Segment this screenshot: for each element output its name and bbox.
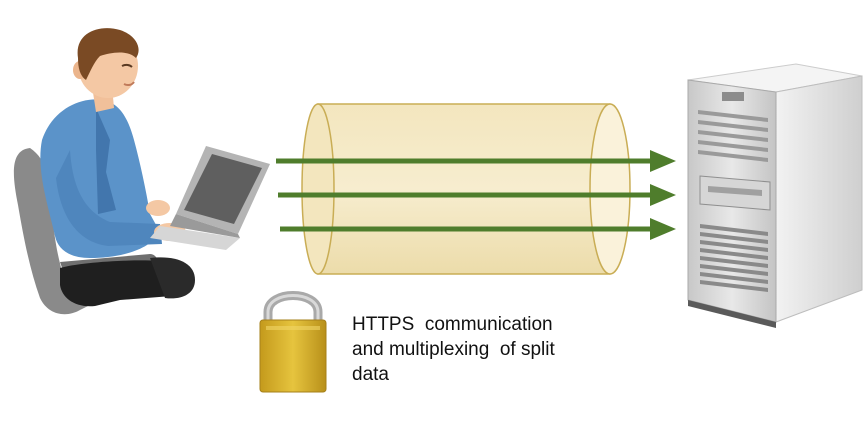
padlock-icon (259, 291, 327, 393)
data-stream-arrow-2 (278, 184, 676, 206)
server-tower-icon (687, 63, 863, 328)
diagram-caption: HTTPS communication and multiplexing of … (352, 312, 612, 387)
person-at-laptop-icon (13, 28, 270, 315)
caption-line-3: data (352, 364, 389, 385)
encrypted-tunnel (301, 103, 631, 275)
data-stream-arrow-1 (276, 150, 676, 172)
data-stream-arrows (276, 150, 676, 240)
caption-line-1: HTTPS communication (352, 314, 553, 335)
data-stream-arrow-3 (280, 218, 676, 240)
caption-line-2: and multiplexing of split (352, 339, 555, 360)
